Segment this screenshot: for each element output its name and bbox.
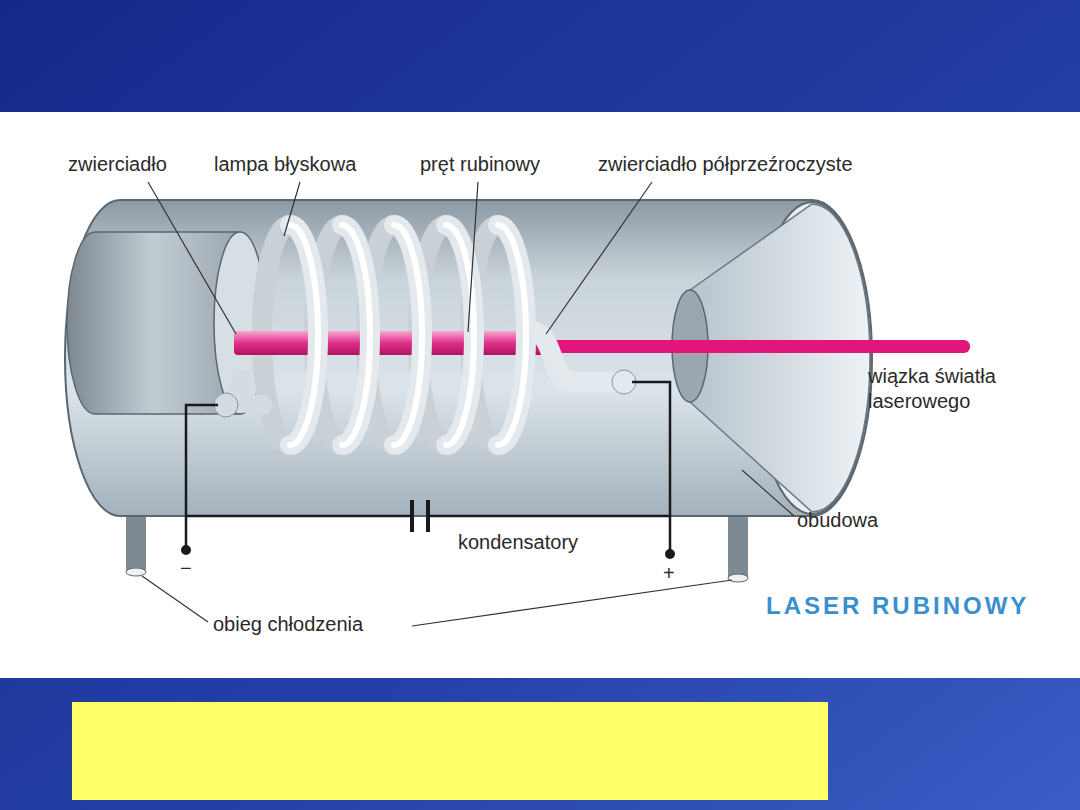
wiring <box>186 382 670 550</box>
wire <box>632 382 670 516</box>
ruby-rod <box>234 331 546 355</box>
part-label: obudowa <box>797 508 878 533</box>
lamp-coil <box>446 225 474 445</box>
output-cone <box>690 204 870 512</box>
leader-line <box>148 182 236 334</box>
cooling-pipe-end <box>728 574 748 582</box>
leader-line <box>142 576 208 622</box>
laser-beam <box>546 340 970 353</box>
leader-line <box>284 182 300 236</box>
lamp-tail <box>526 330 622 382</box>
wire <box>186 405 218 546</box>
leader-line <box>546 182 652 334</box>
leader-line <box>742 470 794 516</box>
lamp-tail <box>239 380 262 405</box>
capacitor-plate <box>426 500 430 532</box>
capacitor-plate <box>410 500 414 532</box>
figure-title: LASER RUBINOWY <box>766 592 1029 620</box>
leader-line <box>468 182 478 332</box>
figure-panel <box>0 112 1080 678</box>
lamp-highlight <box>290 225 526 445</box>
part-label: pręt rubinowy <box>420 152 540 177</box>
leader-line <box>412 580 732 626</box>
part-label: + <box>663 561 675 586</box>
terminal <box>181 545 191 555</box>
lamp-coil <box>290 225 318 445</box>
part-label: kondensatory <box>458 530 578 555</box>
part-label: wiązka światła laserowego <box>868 364 1033 414</box>
empty-note-box <box>72 702 828 800</box>
wire <box>186 515 410 518</box>
part-label: zwierciadło półprzeźroczyste <box>598 152 853 177</box>
part-label: obieg chłodzenia <box>213 612 363 637</box>
lamp-coil <box>394 225 422 445</box>
terminal <box>665 549 675 559</box>
flash-lamp-front <box>214 225 636 445</box>
part-label: − <box>180 556 192 581</box>
leader-lines <box>142 182 794 626</box>
lamp-coil <box>342 225 370 445</box>
part-label: lampa błyskowa <box>214 152 356 177</box>
part-label: zwierciadło <box>68 152 167 177</box>
cooling-pipe-end <box>126 568 146 576</box>
